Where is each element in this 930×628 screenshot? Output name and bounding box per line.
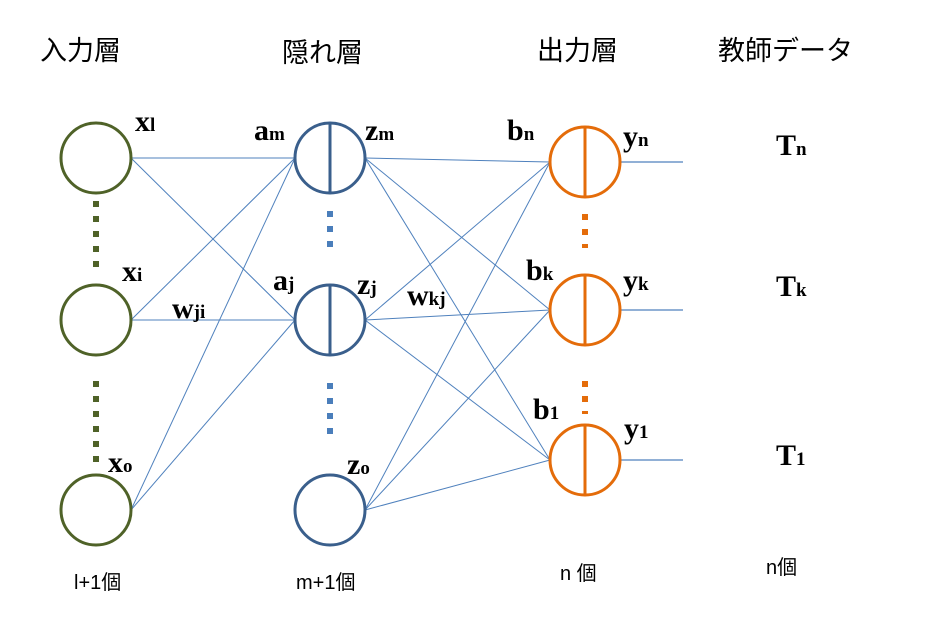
label-z-m: zm (365, 114, 394, 147)
teacher-data-header: 教師データ (718, 36, 853, 67)
label-z-o: zo (347, 448, 370, 481)
edge-hidden-output (364, 161, 551, 321)
input-count-label: l+1個 (74, 571, 121, 594)
edge-input-hidden (130, 157, 296, 511)
output-count-label: n 個 (560, 562, 597, 585)
edge-hidden-output (364, 157, 551, 163)
label-t-n: Tn (776, 129, 807, 162)
label-x-l: xl (135, 105, 155, 138)
label-y-1: y1 (624, 412, 649, 445)
edge-hidden-output (364, 157, 551, 311)
edge-hidden-output (364, 309, 551, 321)
label-b-n: bn (507, 114, 535, 147)
nodes (59, 121, 622, 547)
label-w-ji: wji (172, 292, 205, 325)
label-x-i: xi (122, 255, 142, 288)
input-layer-header: 入力層 (40, 36, 121, 67)
edge-hidden-output (364, 459, 551, 511)
label-t-1: T1 (776, 439, 806, 472)
edge-input-hidden (130, 319, 296, 511)
edge-hidden-output (364, 157, 551, 461)
label-z-j: zj (357, 268, 377, 301)
edge-hidden-output (364, 309, 551, 511)
label-y-n: yn (623, 120, 649, 153)
label-b-1: b1 (533, 393, 559, 426)
edge-hidden-output (364, 161, 551, 511)
label-t-k: Tk (776, 270, 807, 303)
input-node (59, 473, 133, 547)
hidden-node (293, 473, 367, 547)
label-a-m: am (254, 114, 285, 147)
hidden-layer-header: 隠れ層 (282, 38, 363, 69)
input-node (59, 121, 133, 195)
label-y-k: yk (623, 264, 649, 297)
label-x-o: xo (108, 446, 133, 479)
edge-input-hidden (130, 157, 296, 321)
output-layer-header: 出力層 (537, 36, 618, 67)
label-a-j: aj (273, 264, 294, 297)
label-w-kj: wkj (407, 279, 446, 312)
ellipsis-dots (93, 201, 588, 463)
label-b-k: bk (526, 254, 554, 287)
edge-hidden-output (364, 319, 551, 461)
hidden-count-label: m+1個 (296, 571, 355, 594)
connection-edges (130, 157, 683, 511)
teacher-count-label: n個 (766, 556, 797, 579)
input-node (59, 283, 133, 357)
